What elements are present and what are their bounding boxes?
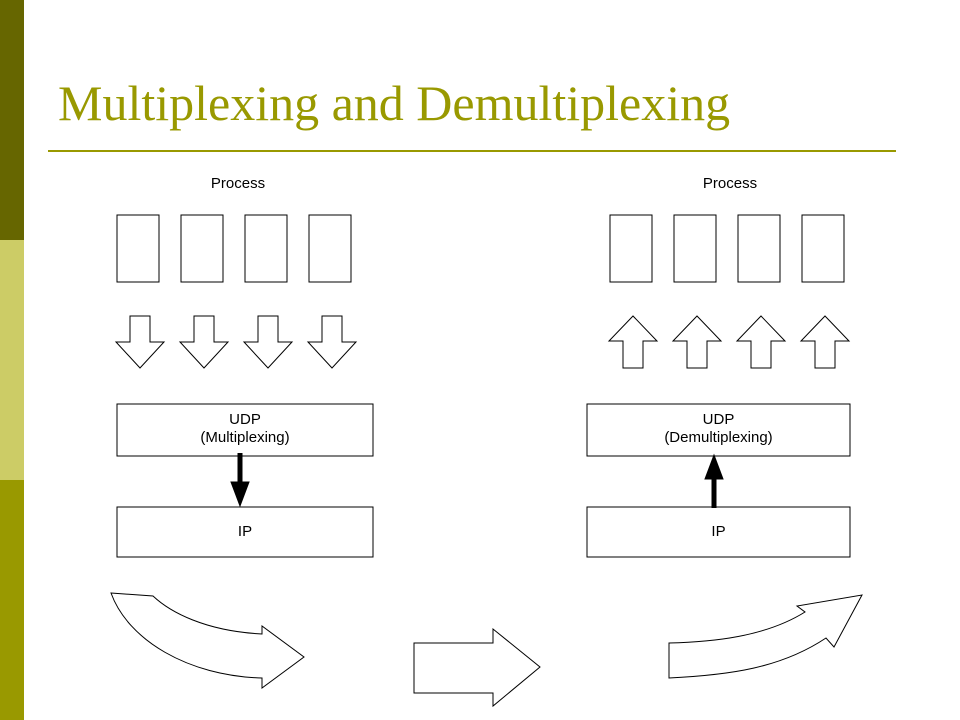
curved-arrow-up-right-icon (668, 594, 863, 679)
network-arrow-icon (413, 627, 541, 708)
title-underline (48, 150, 896, 152)
sender-udp-label-line1: UDP (229, 411, 261, 428)
down-arrow-icon (114, 315, 166, 369)
receiver-process-box (737, 214, 781, 283)
sender-process-label: Process (210, 175, 266, 192)
receiver-ip-box (586, 506, 851, 558)
down-arrow-icon (178, 315, 230, 369)
receiver-process-label: Process (702, 175, 758, 192)
down-arrow-icon (306, 315, 358, 369)
up-arrow-icon (799, 315, 851, 369)
receiver-ip-label: IP (711, 523, 726, 540)
sender-process-box (244, 214, 288, 283)
receiver-process-box (673, 214, 717, 283)
receiver-udp-box (586, 403, 851, 457)
sidebar-segment-light (0, 240, 24, 480)
up-arrow-icon (735, 315, 787, 369)
sender-connector-arrowhead-icon (230, 481, 250, 508)
sender-process-box (180, 214, 224, 283)
up-arrow-icon (671, 315, 723, 369)
curved-arrow-down-right-icon (110, 592, 305, 689)
sidebar-segment-mid (0, 480, 24, 720)
sender-ip-label: IP (237, 523, 253, 540)
sender-process-box (308, 214, 352, 283)
up-arrow-icon (607, 315, 659, 369)
down-arrow-icon (242, 315, 294, 369)
receiver-process-box (801, 214, 845, 283)
slide-title: Multiplexing and Demultiplexing (58, 75, 731, 131)
receiver-udp-label-line2: (Demultiplexing) (664, 429, 773, 446)
slide-sidebar-accent (0, 0, 24, 720)
receiver-process-box (609, 214, 653, 283)
sender-udp-box (116, 403, 374, 457)
sidebar-segment-dark (0, 0, 24, 240)
receiver-udp-label-line1: UDP (702, 411, 735, 428)
sender-process-box (116, 214, 160, 283)
sender-ip-box (116, 506, 374, 558)
sender-udp-label-line2: (Multiplexing) (200, 429, 290, 446)
receiver-connector-arrowhead-icon (704, 453, 724, 480)
